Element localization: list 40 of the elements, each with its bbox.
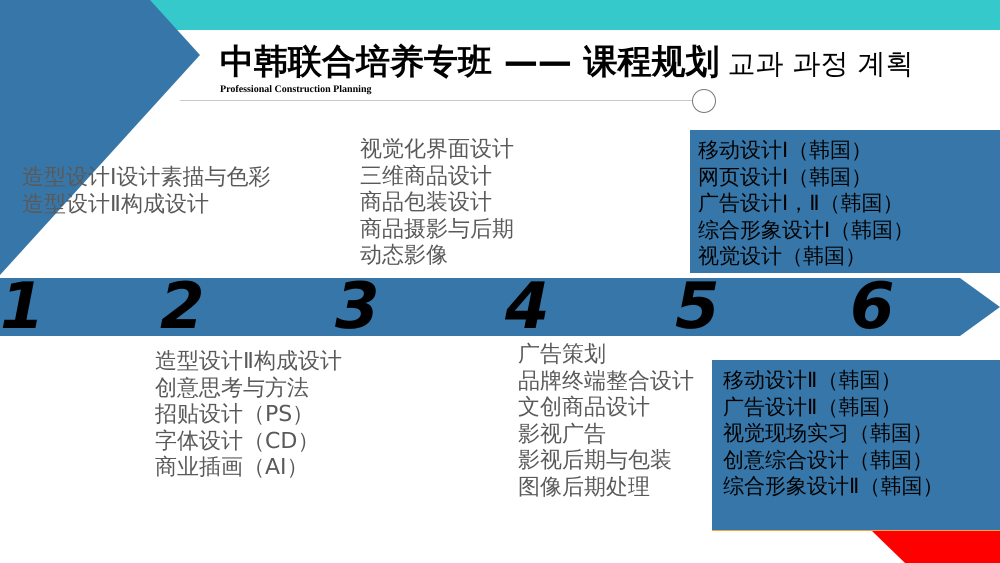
course-item: 商业插画（AI） xyxy=(155,455,309,482)
course-item: 文创商品设计 xyxy=(518,395,650,422)
course-item: 影视广告 xyxy=(518,422,606,448)
course-item: 影视后期与包装 xyxy=(518,448,672,475)
course-item: 图像后期处理 xyxy=(518,474,650,502)
page-title: 中韩联合培养专班 —— 课程规划 xyxy=(220,41,720,84)
course-item: 招贴设计（PS） xyxy=(155,402,314,429)
course-item: 品牌终端整合设计 xyxy=(518,368,694,396)
course-item: 造型设计Ⅰ设计素描与色彩 xyxy=(22,165,270,192)
course-item: 创意综合设计（韩国） xyxy=(723,446,933,473)
step-number: 1 xyxy=(0,278,45,336)
course-item: 创意思考与方法 xyxy=(155,376,309,402)
course-item: 移动设计Ⅱ（韩国） xyxy=(723,367,902,394)
step-number: 3 xyxy=(335,278,380,336)
course-box xyxy=(712,360,1000,531)
course-item: 字体设计（CD） xyxy=(155,428,320,456)
step-number: 5 xyxy=(675,278,720,336)
course-item: 广告设计Ⅱ（韩国） xyxy=(723,394,902,420)
title-translation: 교과 과정 계획 xyxy=(728,46,914,82)
step-number: 6 xyxy=(850,278,895,336)
course-item: 动态影像 xyxy=(360,243,448,270)
timeline-arrow-band xyxy=(0,278,1000,336)
course-item: 广告策划 xyxy=(518,342,606,369)
course-item: 广告设计Ⅰ，Ⅱ（韩国） xyxy=(698,190,904,216)
course-item: 移动设计Ⅰ（韩国） xyxy=(698,137,872,164)
course-item: 网页设计Ⅰ（韩国） xyxy=(698,164,872,190)
course-item: 综合形象设计Ⅰ（韩国） xyxy=(698,216,914,243)
subtitle: Professional Construction Planning xyxy=(220,83,372,96)
course-item: 造型设计Ⅱ构成设计 xyxy=(22,192,209,218)
step-number: 2 xyxy=(160,278,205,336)
course-item: 视觉设计（韩国） xyxy=(698,243,866,270)
course-item: 商品包装设计 xyxy=(360,190,492,217)
course-item: 商品摄影与后期 xyxy=(360,216,514,244)
course-item: 视觉现场实习（韩国） xyxy=(723,420,933,446)
course-item: 造型设计Ⅱ构成设计 xyxy=(155,349,342,376)
step-number: 4 xyxy=(505,278,550,336)
course-box xyxy=(690,130,1000,273)
course-item: 综合形象设计Ⅱ（韩国） xyxy=(723,473,944,500)
course-item: 视觉化界面设计 xyxy=(360,137,514,164)
course-item: 三维商品设计 xyxy=(360,164,492,190)
